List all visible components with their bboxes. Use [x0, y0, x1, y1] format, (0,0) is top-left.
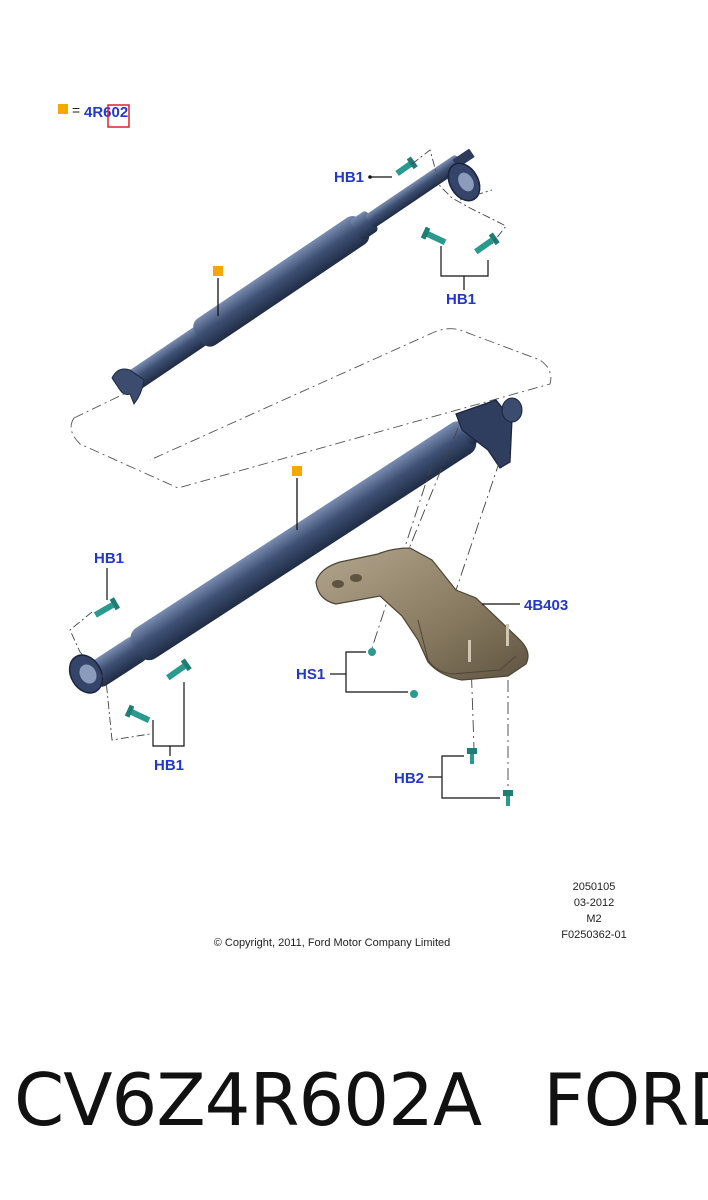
- callout-hb1-left: HB1: [94, 550, 124, 567]
- hb1-bolt-icon: [420, 226, 447, 245]
- assembly-guide-envelope: [70, 328, 552, 489]
- footer-part-number: CV6Z4R602A: [14, 1058, 482, 1142]
- hb1-bolt-icon: [474, 232, 500, 255]
- reference-block: 2050105 03-2012 M2 F0250362-01: [561, 881, 626, 941]
- legend-part-number: 4R602: [84, 104, 128, 121]
- legend: = 4R602: [58, 102, 130, 128]
- lower-fasteners: [69, 568, 192, 756]
- ref-line-4: F0250362-01: [561, 929, 626, 941]
- callout-4b403: 4B403: [524, 597, 568, 614]
- copyright-notice: © Copyright, 2011, Ford Motor Company Li…: [214, 937, 451, 949]
- ref-line-3: M2: [586, 913, 601, 925]
- upper-fasteners: [368, 149, 507, 290]
- legend-symbol: [58, 104, 68, 114]
- callout-hb1-top-pair: HB1: [446, 291, 476, 308]
- callout-hs1: HS1: [296, 666, 325, 683]
- hb1-bolt-icon: [166, 658, 192, 681]
- hb1-bolt-icon: [395, 156, 418, 176]
- ref-line-1: 2050105: [573, 881, 616, 893]
- upper-shaft-marker: [213, 266, 223, 276]
- callout-hb1-top: HB1: [334, 169, 364, 186]
- ref-line-2: 03-2012: [574, 897, 614, 909]
- center-bearing-bracket: [315, 547, 529, 681]
- upper-driveshaft: [111, 148, 481, 405]
- lower-shaft-marker: [292, 466, 302, 476]
- callout-hb2: HB2: [394, 770, 424, 787]
- legend-equals: =: [72, 102, 80, 118]
- selection-box[interactable]: [107, 104, 130, 128]
- footer-brand: FORD: [543, 1058, 708, 1142]
- hb2-fasteners: [428, 748, 513, 806]
- hs1-nut-icon: [410, 690, 418, 698]
- hs1-nut-icon: [368, 648, 376, 656]
- lower-driveshaft: [68, 397, 523, 694]
- hb1-bolt-icon: [93, 597, 120, 618]
- hs1-fasteners: [330, 648, 418, 698]
- hb2-bolt-icon: [467, 748, 477, 764]
- footer-caption: CV6Z4R602A FORD: [14, 1058, 708, 1142]
- hb1-bolt-icon: [124, 704, 151, 723]
- hb2-bolt-icon: [503, 790, 513, 806]
- center-bearing: [455, 399, 513, 469]
- callout-hb1-bottom: HB1: [154, 757, 184, 774]
